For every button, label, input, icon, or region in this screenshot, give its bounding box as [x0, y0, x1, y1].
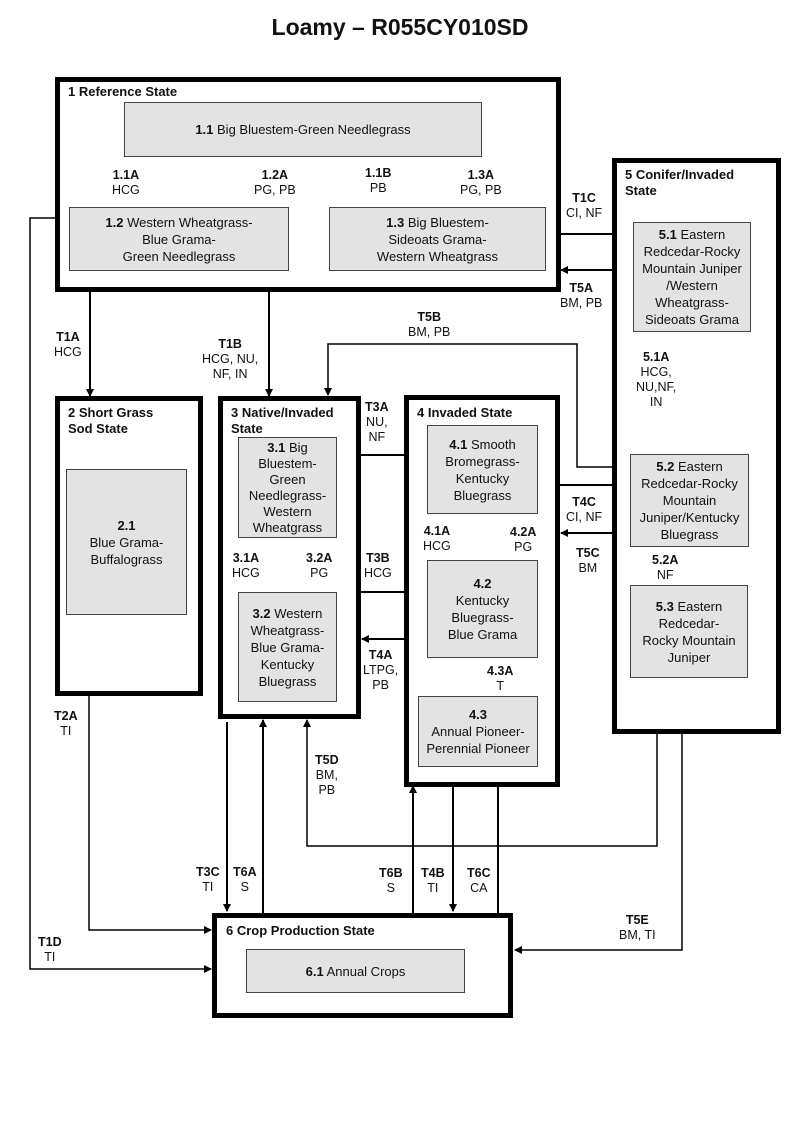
state-2-label: 2 Short Grass Sod State	[68, 405, 154, 436]
state-4-label: 4 Invaded State	[417, 405, 513, 420]
phase-1.3: 1.3 Big Bluestem- Sideoats Grama- Wester…	[329, 207, 546, 271]
phase-2.1: 2.1 Blue Grama- Buffalograss	[66, 469, 187, 615]
state-1-label: 1 Reference State	[68, 84, 178, 99]
state-6-label: 6 Crop Production State	[226, 923, 375, 938]
arrow-T2A	[88, 696, 212, 934]
state-5-label: 5 Conifer/Invaded State	[625, 167, 735, 198]
phase-4.2: 4.2 Kentucky Bluegrass- Blue Grama	[427, 560, 538, 658]
arrow-T5B	[324, 343, 630, 468]
phase-3.2: 3.2 Western Wheatgrass- Blue Grama- Kent…	[238, 592, 337, 702]
arrow-T5E	[514, 733, 683, 954]
phase-4.1: 4.1 Smooth Bromegrass- Kentucky Bluegras…	[427, 425, 538, 514]
phase-5.3: 5.3 Eastern Redcedar- Rocky Mountain Jun…	[630, 585, 748, 678]
phase-6.1: 6.1 Annual Crops	[246, 949, 465, 993]
phase-5.2: 5.2 Eastern Redcedar-Rocky Mountain Juni…	[630, 454, 749, 547]
phase-5.1: 5.1 Eastern Redcedar-Rocky Mountain Juni…	[633, 222, 751, 332]
phase-3.1: 3.1 Big Bluestem- Green Needlegrass- Wes…	[238, 437, 337, 538]
state-3-label: 3 Native/Invaded State	[231, 405, 334, 436]
arrow-T1D	[29, 217, 212, 973]
arrow-T5D	[303, 678, 658, 847]
phase-1.2: 1.2 Western Wheatgrass- Blue Grama- Gree…	[69, 207, 289, 271]
diagram-title: Loamy – R055CY010SD	[271, 14, 529, 40]
phase-1.1: 1.1 Big Bluestem-Green Needlegrass	[124, 102, 482, 157]
phase-4.3: 4.3 Annual Pioneer- Perennial Pioneer	[418, 696, 538, 767]
